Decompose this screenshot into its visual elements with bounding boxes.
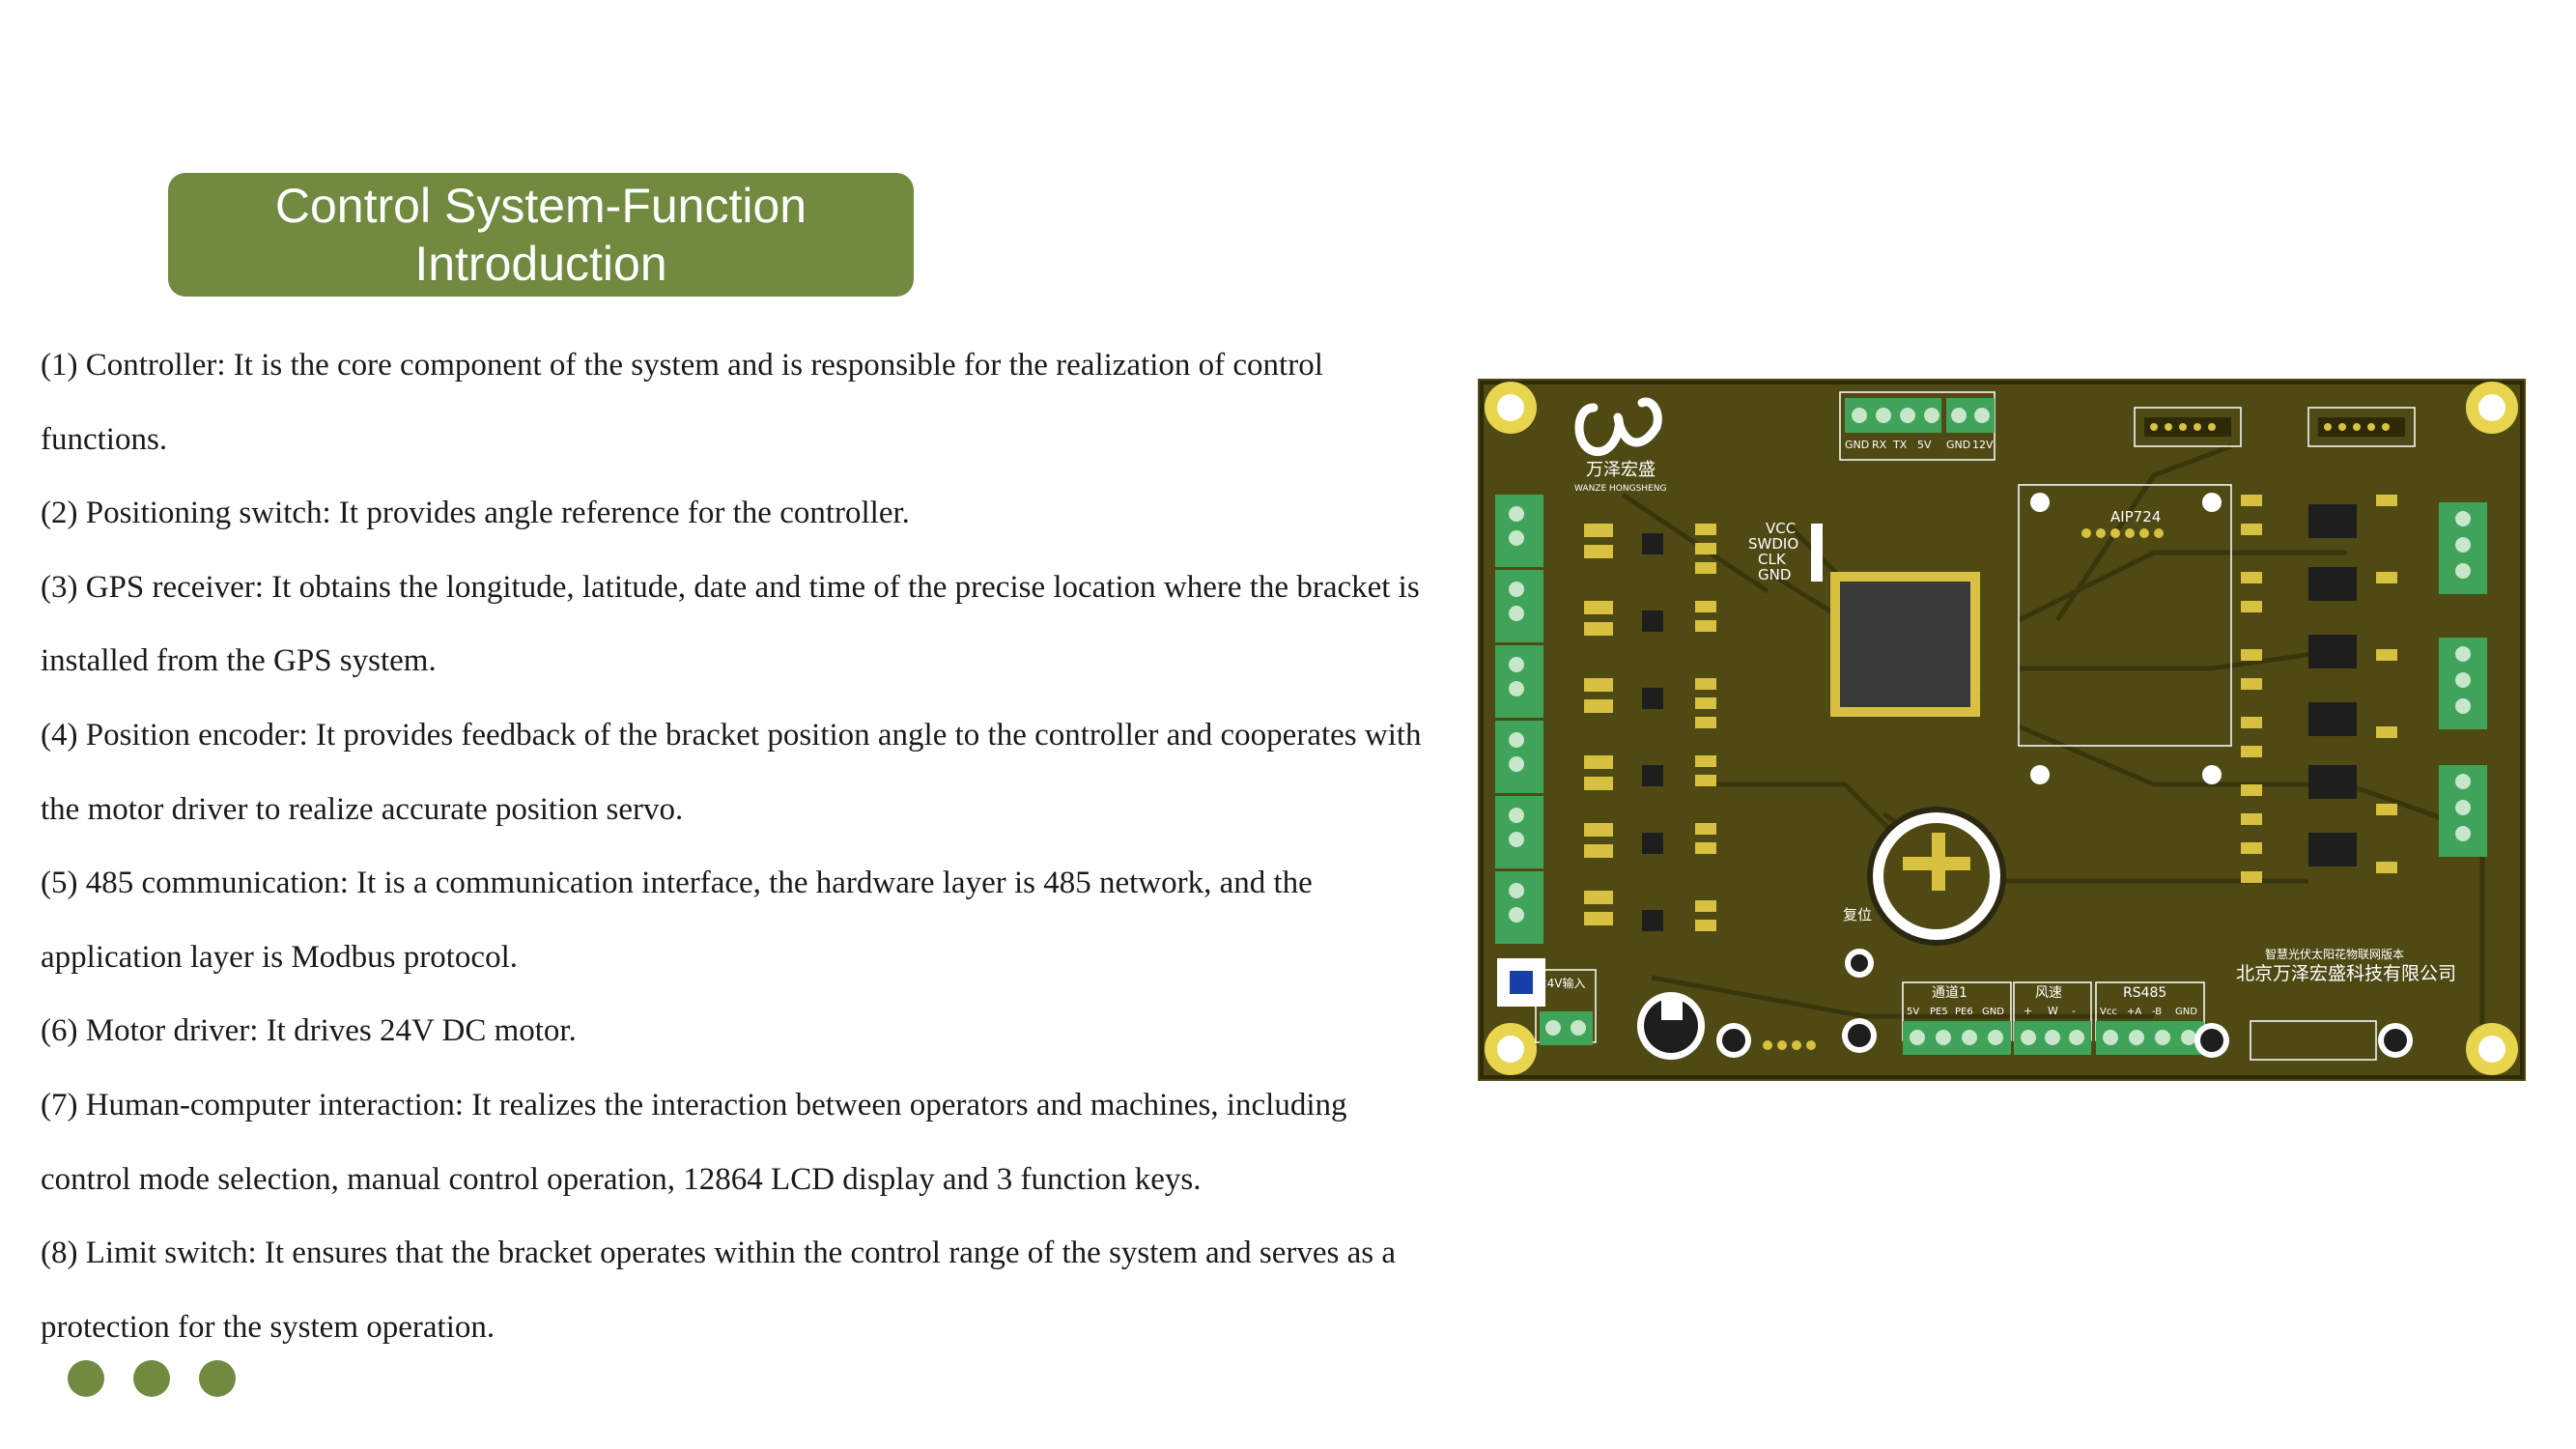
pin-label: PE6 bbox=[1955, 1007, 1973, 1017]
pin-label: - bbox=[2072, 1005, 2076, 1017]
bottom-connectors: 24V输入 通道1 5V PE5 PE6 GND 风速 + W - RS485 … bbox=[1535, 969, 2413, 1061]
reset-label: 复位 bbox=[1843, 906, 1872, 923]
smd-components bbox=[1584, 524, 1716, 931]
product-label: 智慧光伏太阳花物联网版本 bbox=[2265, 947, 2404, 961]
dot-icon bbox=[199, 1360, 236, 1397]
wind-label: 风速 bbox=[2035, 985, 2062, 1001]
text-line: (1) Controller: It is the core component… bbox=[41, 348, 1323, 383]
text-line: (4) Position encoder: It provides feedba… bbox=[41, 717, 1422, 753]
chip-label: AIP724 bbox=[2110, 508, 2161, 526]
company-label: 北京万泽宏盛科技有限公司 bbox=[2236, 963, 2456, 984]
swd-label: SWDIO bbox=[1748, 535, 1798, 553]
svg-text:GND RX TX 5V: GND RX TX 5V GND 12V bbox=[1845, 439, 1994, 451]
brand-logo: 万泽宏盛 WANZE HONGSHENG bbox=[1574, 397, 1666, 494]
brand-en: WANZE HONGSHENG bbox=[1574, 484, 1666, 494]
pin-label: 5V bbox=[1917, 439, 1932, 451]
mounting-holes bbox=[1485, 382, 2518, 1075]
svg-text:5V PE5 PE6 G: 5V PE5 PE6 GND bbox=[1907, 1007, 2004, 1017]
pin-label: RX bbox=[1872, 439, 1887, 451]
text-line: (6) Motor driver: It drives 24V DC motor… bbox=[41, 1013, 577, 1049]
coin-battery: 复位 bbox=[1843, 807, 2006, 978]
pin-label: +A bbox=[2127, 1007, 2141, 1017]
text-line: application layer is Modbus protocol. bbox=[41, 939, 518, 975]
text-line: protection for the system operation. bbox=[41, 1309, 495, 1345]
text-line: (2) Positioning switch: It provides angl… bbox=[41, 496, 910, 531]
swd-label: CLK bbox=[1758, 551, 1787, 568]
right-terminals bbox=[2439, 502, 2487, 857]
title-banner: Control System-Function Introduction bbox=[168, 173, 914, 297]
pin-label: PE5 bbox=[1930, 1007, 1948, 1017]
pin-label: 5V bbox=[1907, 1007, 1919, 1017]
brand-cn: 万泽宏盛 bbox=[1586, 460, 1656, 480]
power-input-label: 24V输入 bbox=[1540, 976, 1585, 990]
text-line: (7) Human-computer interaction: It reali… bbox=[41, 1087, 1347, 1122]
slide-title: Control System-Function Introduction bbox=[275, 177, 807, 293]
title-line-1: Control System-Function bbox=[274, 179, 807, 233]
pin-label: GND bbox=[1946, 439, 1970, 451]
left-terminals bbox=[1495, 495, 1543, 944]
dot-icon bbox=[68, 1360, 104, 1397]
channel1-label: 通道1 bbox=[1932, 985, 1967, 1001]
swd-labels: VCC SWDIO CLK GND bbox=[1748, 520, 1798, 583]
pin-label: W bbox=[2048, 1005, 2058, 1017]
pin-headers bbox=[2134, 407, 2416, 447]
pcb-board-image: 万泽宏盛 WANZE HONGSHENG GND RX TX 5V GND 12… bbox=[1478, 379, 2526, 1081]
description-text: (1) Controller: It is the core component… bbox=[41, 328, 1470, 1364]
text-line: (5) 485 communication: It is a communica… bbox=[41, 866, 1313, 901]
pin-label: -B bbox=[2152, 1007, 2162, 1017]
decorative-dots bbox=[68, 1360, 236, 1397]
pin-label: Vcc bbox=[2100, 1007, 2117, 1017]
swd-label: VCC bbox=[1766, 520, 1796, 537]
pin-label: GND bbox=[1845, 439, 1869, 451]
pin-label: TX bbox=[1892, 439, 1908, 451]
title-line-2: Introduction bbox=[414, 237, 667, 291]
top-connector: GND RX TX 5V GND 12V bbox=[1839, 391, 1996, 461]
svg-text:Vcc +A -B GN: Vcc +A -B GND bbox=[2100, 1007, 2197, 1017]
pin-label: GND bbox=[2175, 1007, 2197, 1017]
text-line: control mode selection, manual control o… bbox=[41, 1161, 1202, 1197]
text-line: installed from the GPS system. bbox=[41, 643, 437, 679]
driver-ics bbox=[2241, 495, 2397, 883]
mcu-chip bbox=[1830, 572, 1980, 717]
pin-label: + bbox=[2024, 1005, 2032, 1017]
text-line: the motor driver to realize accurate pos… bbox=[41, 791, 684, 827]
text-line: functions. bbox=[41, 421, 168, 457]
svg-text:+ W -: + W - bbox=[2024, 1005, 2076, 1017]
text-line: (3) GPS receiver: It obtains the longitu… bbox=[41, 569, 1420, 605]
rs485-label: RS485 bbox=[2123, 985, 2166, 1001]
swd-label: GND bbox=[1758, 566, 1791, 583]
dot-icon bbox=[133, 1360, 170, 1397]
pin-label: 12V bbox=[1972, 439, 1994, 451]
text-line: (8) Limit switch: It ensures that the br… bbox=[41, 1236, 1396, 1271]
lcd-module: AIP724 bbox=[2018, 484, 2232, 784]
pin-label: GND bbox=[1982, 1007, 2004, 1017]
